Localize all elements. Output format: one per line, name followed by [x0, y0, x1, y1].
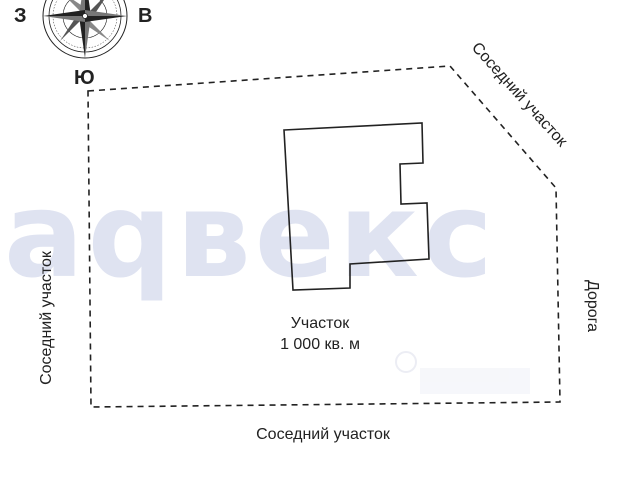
- compass-rose-icon: [42, 0, 128, 59]
- neighbor-left-label: Соседний участок: [38, 250, 55, 385]
- plot-name: Участок: [291, 315, 350, 332]
- watermark-small-logo: [395, 351, 530, 394]
- neighbor-top-right-label: Соседний участок: [468, 39, 571, 151]
- watermark-logo: аqвекс: [4, 166, 497, 304]
- compass-west-label: З: [14, 5, 27, 27]
- compass-south-label: Ю: [74, 67, 95, 89]
- plot-boundary: [87, 65, 561, 408]
- compass-east-label: В: [138, 5, 152, 27]
- road-label: Дорога: [584, 280, 601, 332]
- building-outline: [283, 122, 430, 291]
- plot-area: 1 000 кв. м: [280, 336, 360, 353]
- neighbor-bottom-label: Соседний участок: [256, 426, 391, 443]
